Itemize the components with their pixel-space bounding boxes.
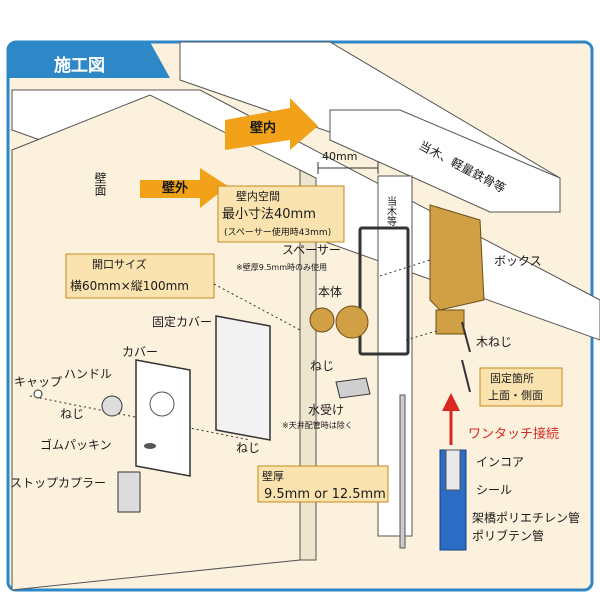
wall-thickness-value: 9.5mm or 12.5mm (264, 487, 386, 502)
seal-label: シール (476, 483, 512, 497)
space-box (217, 185, 345, 243)
wood-screw-label: 木ねじ (476, 335, 512, 349)
box-lower (435, 309, 465, 335)
space-line3: (スペーサー使用時43mm) (224, 226, 331, 238)
fix-points-line2: 上面・側面 (488, 389, 543, 402)
wall-inner-arrow (225, 98, 318, 150)
wall-outer-arrow (140, 168, 228, 208)
pipe-incore (445, 449, 461, 491)
spacer-label: スペーサー (282, 243, 341, 257)
cap-part (33, 389, 43, 399)
rubber-packing-label: ゴムパッキン (40, 437, 112, 452)
wall-surface-label: 壁面 (93, 171, 107, 196)
cover-hole (149, 391, 175, 417)
spacer-frame (358, 226, 410, 356)
wood-screw-1 (461, 321, 471, 353)
rubber-packing-part (144, 443, 156, 449)
spacer-note: ※壁厚9.5mm時のみ使用 (236, 262, 327, 272)
title-tab (8, 42, 170, 78)
stop-coupler-label: ストップカプラー (10, 476, 106, 490)
title-text: 施工図 (54, 55, 105, 76)
wall-board-edge (299, 169, 317, 561)
fixing-cover-part (215, 315, 271, 441)
opening-box (65, 253, 215, 299)
drain-note: ※天井配管時は除く (282, 420, 353, 430)
stud-vertical-label: 当木等 (385, 195, 397, 226)
wall-thickness-title: 壁厚 (262, 469, 284, 483)
handle-label: ハンドル (64, 367, 112, 381)
one-touch-label: ワンタッチ接続 (468, 426, 559, 442)
cover-part (135, 359, 191, 477)
wall-outer-label: 壁外 (162, 180, 188, 196)
space-line2: 最小寸法40mm (222, 207, 316, 222)
body-part-a (309, 307, 335, 333)
inner-board (399, 394, 406, 549)
incore-label: インコア (476, 455, 524, 469)
screw-body-label: ねじ (310, 359, 334, 373)
opening-size: 横60mm×縦100mm (70, 279, 189, 293)
body-part-b (335, 305, 369, 339)
opening-title: 開口サイズ (92, 257, 147, 271)
fix-points-line1: 固定箇所 (490, 371, 534, 385)
screw-handle-label: ねじ (60, 407, 84, 421)
screw-cover-label: ねじ (236, 441, 260, 455)
fixing-cover-label: 固定カバー (152, 314, 212, 329)
fix-points-box (479, 367, 563, 407)
handle-part (101, 395, 123, 417)
drain-tray-part (335, 377, 371, 399)
pipe2-label: ポリブテン管 (472, 528, 544, 543)
stud-beam (329, 109, 561, 213)
wall-thickness-box (257, 465, 389, 503)
box-part (429, 204, 485, 311)
box-label: ボックス (494, 254, 542, 268)
wall-inner-label: 壁内 (250, 120, 276, 136)
body-label: 本体 (318, 285, 342, 299)
drain-tray-label: 水受け (308, 403, 344, 417)
dim-40-label: 40mm (322, 150, 357, 163)
pipe1-label: 架橋ポリエチレン管 (472, 510, 580, 525)
wood-screw-2 (461, 359, 471, 393)
cap-label: キャップ (14, 375, 62, 389)
stop-coupler-part (117, 471, 141, 513)
cover-label: カバー (122, 345, 158, 359)
space-line1: 壁内空間 (236, 189, 280, 203)
